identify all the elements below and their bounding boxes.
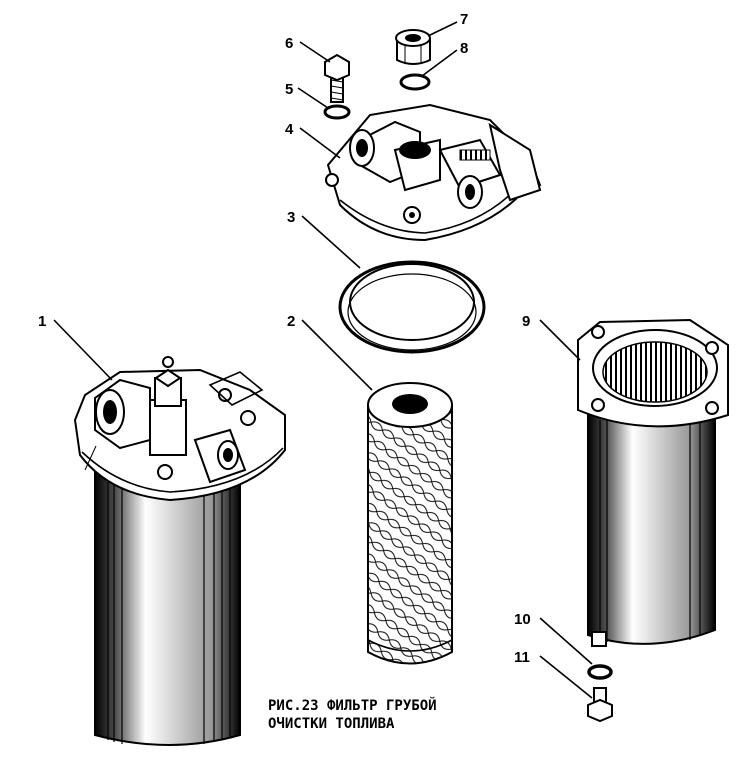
- washer-8: [399, 73, 431, 91]
- callout-11: 11: [514, 649, 530, 666]
- callout-10: 10: [514, 611, 531, 628]
- callout-2: 2: [287, 313, 295, 330]
- spring-washer-5: [323, 104, 351, 120]
- callout-4: 4: [285, 121, 294, 138]
- callout-3: 3: [287, 209, 295, 226]
- callouts: 1 2 3 4 5 6 7 8 9 10 11: [38, 11, 531, 666]
- plug-7: [395, 29, 431, 65]
- washer-10: [587, 664, 613, 680]
- leader-lines: [53, 21, 593, 699]
- bolt-6: [324, 53, 350, 103]
- filter-bowl: [577, 318, 729, 647]
- filter-cover: [325, 103, 542, 242]
- callout-5: 5: [285, 81, 293, 98]
- caption-line-1: РИС.23 ФИЛЬТР ГРУБОЙ: [268, 697, 437, 714]
- caption-line-2: ОЧИСТКИ ТОПЛИВА: [268, 716, 395, 732]
- callout-7: 7: [460, 11, 468, 28]
- callout-8: 8: [460, 40, 468, 57]
- figure-caption: РИС.23 ФИЛЬТР ГРУБОЙ ОЧИСТКИ ТОПЛИВА: [268, 697, 437, 732]
- callout-1: 1: [38, 313, 46, 330]
- callout-9: 9: [522, 313, 530, 330]
- drain-bolt-11: [587, 687, 613, 723]
- callout-6: 6: [285, 35, 293, 52]
- assembled-filter: [73, 356, 286, 746]
- gasket-ring: [338, 260, 486, 354]
- filter-element: [367, 382, 453, 665]
